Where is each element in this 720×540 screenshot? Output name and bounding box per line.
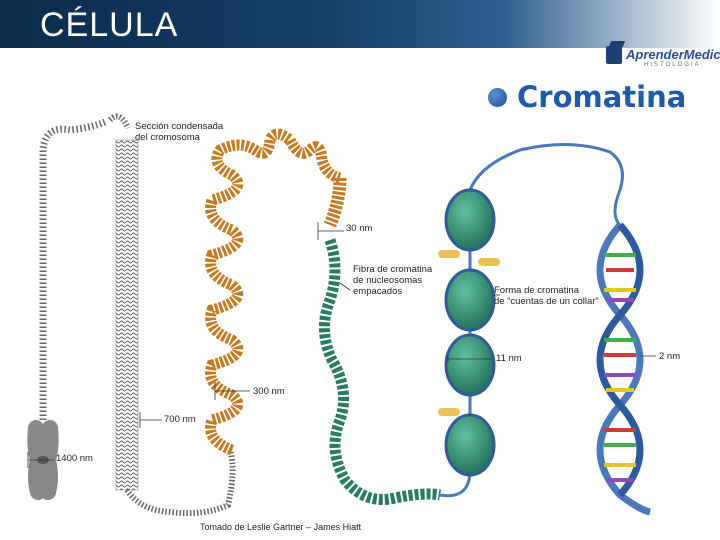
label-beads-line2: de “cuentas de un collar”: [494, 296, 599, 307]
label-2nm: 2 nm: [659, 351, 681, 362]
label-condensed-line2: del cromosoma: [135, 132, 200, 143]
label-nucleosome-fiber: Fibra de cromatina de nucleosomas empaca…: [353, 264, 432, 297]
label-fiber-line1: Fibra de cromatina: [353, 264, 433, 275]
label-700nm: 700 nm: [164, 414, 196, 425]
label-fiber-line2: de nucleosomas: [353, 275, 423, 286]
graduation-cap-icon: [606, 46, 622, 64]
section-heading: Cromatina: [488, 80, 686, 114]
dna-double-helix: [596, 222, 651, 516]
coiled-fiber-left: [39, 118, 107, 420]
label-fiber-line3: empacados: [353, 286, 403, 297]
header-bar: [0, 0, 720, 48]
fiber-300nm: [205, 128, 347, 456]
label-30nm: 30 nm: [346, 223, 373, 234]
label-beads-line1: Forma de cromatina: [494, 285, 580, 296]
section-heading-text: Cromatina: [517, 80, 687, 114]
logo: AprenderMedicina HISTOLOGIA: [606, 44, 720, 72]
label-condensed-section: Sección condensada del cromosoma: [135, 121, 223, 143]
image-credit: Tomado de Leslie Gartner – James Hiatt: [200, 522, 362, 532]
bullet-icon: [488, 87, 507, 107]
logo-tagline: HISTOLOGIA: [644, 62, 701, 68]
label-1400nm: 1400 nm: [56, 453, 93, 464]
label-300nm: 300 nm: [253, 386, 285, 397]
label-condensed-line1: Sección condensada: [135, 121, 224, 132]
beads-on-string: [438, 143, 624, 498]
logo-name: AprenderMedicina: [626, 47, 720, 62]
label-11nm: 11 nm: [496, 353, 522, 364]
dimension-lines: [27, 222, 656, 468]
fiber-700nm: [107, 113, 236, 517]
page-title: CÉLULA: [40, 6, 179, 44]
fiber-30nm: [319, 238, 442, 505]
label-beads-on-string: Forma de cromatina de “cuentas de un col…: [494, 285, 599, 307]
